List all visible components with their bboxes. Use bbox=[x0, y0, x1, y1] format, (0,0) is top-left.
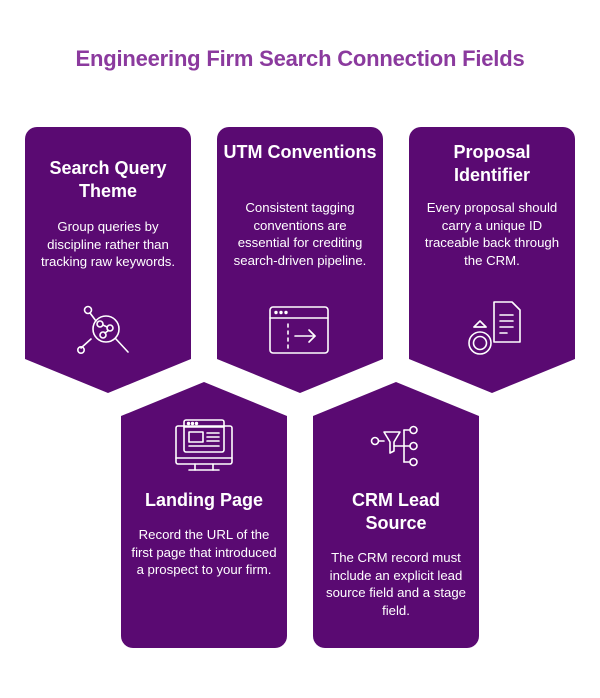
card-text: Consistent tagging conventions are essen… bbox=[233, 200, 367, 268]
card-search-query-theme: Search Query Theme Group queries by disc… bbox=[25, 127, 191, 393]
funnel-branches-icon bbox=[364, 420, 428, 476]
card-landing-page: Landing Page Record the URL of the first… bbox=[121, 382, 287, 648]
card-utm-conventions: UTM Conventions Consistent tagging conve… bbox=[217, 127, 383, 393]
card-heading: CRM Lead Source bbox=[351, 490, 440, 533]
page-title: Engineering Firm Search Connection Field… bbox=[75, 46, 525, 71]
ring-document-icon bbox=[460, 299, 524, 363]
monitor-webpage-icon bbox=[173, 418, 235, 474]
card-proposal-identifier: Proposal Identifier Every proposal shoul… bbox=[409, 127, 575, 393]
card-text: The CRM record must include an explicit … bbox=[325, 550, 467, 618]
card-heading: UTM Conventions bbox=[223, 142, 377, 162]
card-text: Record the URL of the first page that in… bbox=[131, 527, 277, 577]
card-text: Group queries by discipline rather than … bbox=[40, 219, 176, 269]
magnifier-network-icon bbox=[76, 304, 140, 364]
card-text: Every proposal should carry a unique ID … bbox=[424, 200, 560, 268]
card-heading: Search Query Theme bbox=[49, 158, 167, 201]
card-heading: Proposal Identifier bbox=[453, 142, 531, 185]
browser-arrow-icon bbox=[268, 305, 332, 359]
card-heading: Landing Page bbox=[144, 490, 263, 510]
card-crm-lead-source: CRM Lead Source The CRM record must incl… bbox=[313, 382, 479, 648]
